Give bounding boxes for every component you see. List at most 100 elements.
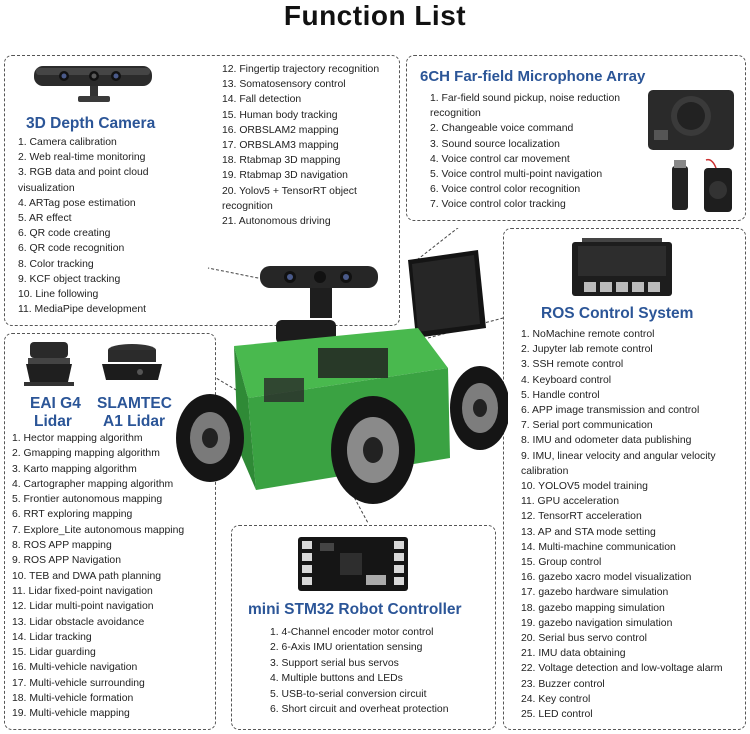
list-item: 13. Somatosensory control bbox=[222, 79, 346, 91]
list-item: 11. Lidar fixed-point navigation bbox=[12, 585, 153, 597]
list-item: 21. Autonomous driving bbox=[222, 216, 331, 228]
list-item: 4. Cartographer mapping algorithm bbox=[12, 478, 174, 490]
list-item: 5. USB-to-serial conversion circuit bbox=[270, 688, 427, 700]
list-item: 22. Voltage detection and low-voltage al… bbox=[521, 663, 723, 675]
list-item: 16. ORBSLAM2 mapping bbox=[222, 124, 339, 136]
list-item: 11. GPU acceleration bbox=[521, 496, 619, 508]
depth-camera-heading: 3D Depth Camera bbox=[26, 115, 156, 132]
list-item: 12. Fingertip trajectory recognition bbox=[222, 64, 380, 75]
list-item: 1. 4-Channel encoder motor control bbox=[270, 627, 434, 638]
depth-camera-panel bbox=[4, 55, 400, 326]
list-item: 23. Buzzer control bbox=[521, 678, 605, 690]
list-item: 5. Frontier autonomous mapping bbox=[12, 494, 163, 506]
ros-heading: ROS Control System bbox=[541, 305, 694, 322]
list-item: 17. Multi-vehicle surrounding bbox=[12, 677, 145, 689]
list-item: 12. Lidar multi-point navigation bbox=[12, 601, 154, 613]
list-item: 17. gazebo hardware simulation bbox=[521, 587, 669, 599]
list-item: 4. Voice control car movement bbox=[430, 153, 570, 165]
list-item: 6. Voice control color recognition bbox=[430, 184, 581, 196]
microphone-heading: 6CH Far-field Microphone Array bbox=[420, 68, 646, 85]
list-item: 24. Key control bbox=[521, 693, 591, 705]
list-item: 2. Web real-time monitoring bbox=[18, 152, 146, 164]
list-item: 20. Yolov5 + TensorRT object recognition bbox=[222, 185, 357, 212]
lidar-list: 1. Hector mapping algorithm 2. Gmapping … bbox=[12, 431, 212, 722]
list-item: 9. IMU, linear velocity and angular velo… bbox=[521, 450, 716, 477]
depth-camera-list: 1. Camera calibration 2. Web real-time m… bbox=[18, 135, 208, 317]
list-item: 3. Support serial bus servos bbox=[270, 657, 399, 669]
list-item: 5. Voice control multi-point navigation bbox=[430, 169, 603, 181]
microphone-list: 1. Far-field sound pickup, noise reducti… bbox=[430, 91, 642, 213]
ros-list: 1. NoMachine remote control 2. Jupyter l… bbox=[521, 327, 743, 722]
list-item: 2. 6-Axis IMU orientation sensing bbox=[270, 642, 423, 654]
eai-g4-lidar-image bbox=[24, 342, 74, 386]
list-item: 16. Multi-vehicle navigation bbox=[12, 662, 138, 674]
list-item: 15. Group control bbox=[521, 557, 602, 569]
list-item: 17. ORBSLAM3 mapping bbox=[222, 140, 339, 152]
list-item: 14. Lidar tracking bbox=[12, 631, 92, 643]
ros-panel bbox=[503, 228, 746, 730]
list-item: 5. AR effect bbox=[18, 213, 72, 225]
list-item: 21. IMU data obtaining bbox=[521, 648, 626, 660]
stm32-panel bbox=[231, 525, 496, 730]
list-item: 25. LED control bbox=[521, 709, 593, 721]
slamtec-heading-line1: SLAMTEC bbox=[97, 395, 172, 412]
list-item: 19. gazebo navigation simulation bbox=[521, 617, 673, 629]
stm32-heading: mini STM32 Robot Controller bbox=[248, 601, 462, 618]
list-item: 13. Lidar obstacle avoidance bbox=[12, 616, 145, 628]
list-item: 1. Far-field sound pickup, noise reducti… bbox=[430, 93, 621, 120]
stm32-board-image bbox=[298, 537, 408, 591]
list-item: 15. Human body tracking bbox=[222, 109, 338, 121]
list-item: 19. Multi-vehicle mapping bbox=[12, 708, 130, 720]
list-item: 10. YOLOV5 model training bbox=[521, 481, 648, 493]
list-item: 2. Jupyter lab remote control bbox=[521, 344, 653, 356]
list-item: 3. RGB data and point cloud visualizatio… bbox=[18, 167, 149, 194]
list-item: 6. RRT exploring mapping bbox=[12, 509, 133, 521]
depth-camera-list-2: 12. Fingertip trajectory recognition 13.… bbox=[222, 62, 397, 229]
list-item: 18. Multi-vehicle formation bbox=[12, 693, 134, 705]
list-item: 7. Voice control color tracking bbox=[430, 199, 566, 211]
page-title: Function List bbox=[283, 0, 467, 31]
list-item: 4. ARTag pose estimation bbox=[18, 197, 136, 209]
list-item: 9. ROS APP Navigation bbox=[12, 555, 121, 567]
list-item: 6. QR code creating bbox=[18, 228, 111, 240]
slamtec-heading-line2: A1 Lidar bbox=[103, 413, 166, 430]
list-item: 1. Hector mapping algorithm bbox=[12, 433, 143, 444]
list-item: 3. Karto mapping algorithm bbox=[12, 463, 137, 475]
microphone-array-image bbox=[648, 90, 734, 212]
list-item: 1. Camera calibration bbox=[18, 137, 117, 148]
list-item: 7. Serial port communication bbox=[521, 420, 653, 432]
list-item: 8. ROS APP mapping bbox=[12, 540, 112, 552]
list-item: 3. SSH remote control bbox=[521, 359, 624, 371]
list-item: 6. QR code recognition bbox=[18, 243, 125, 255]
list-item: 8. Color tracking bbox=[18, 258, 94, 270]
list-item: 12. TensorRT acceleration bbox=[521, 511, 642, 523]
stm32-list: 1. 4-Channel encoder motor control 2. 6-… bbox=[270, 625, 492, 717]
list-item: 19. Rtabmap 3D navigation bbox=[222, 170, 348, 182]
eai-g4-heading-line1: EAI G4 bbox=[30, 395, 81, 412]
list-item: 9. KCF object tracking bbox=[18, 273, 121, 285]
depth-camera-image bbox=[34, 66, 152, 102]
list-item: 10. Line following bbox=[18, 289, 99, 301]
lidar-panel bbox=[4, 333, 216, 730]
list-item: 8. IMU and odometer data publishing bbox=[521, 435, 692, 447]
list-item: 20. Serial bus servo control bbox=[521, 633, 647, 645]
list-item: 15. Lidar guarding bbox=[12, 647, 96, 659]
list-item: 2. Changeable voice command bbox=[430, 123, 574, 135]
list-item: 10. TEB and DWA path planning bbox=[12, 570, 162, 582]
list-item: 7. Explore_Lite autonomous mapping bbox=[12, 524, 185, 536]
robot-car-image bbox=[176, 228, 508, 524]
list-item: 4. Multiple buttons and LEDs bbox=[270, 673, 403, 685]
list-item: 11. MediaPipe development bbox=[18, 304, 147, 316]
list-item: 13. AP and STA mode setting bbox=[521, 526, 656, 538]
list-item: 3. Sound source localization bbox=[430, 138, 560, 150]
list-item: 6. Short circuit and overheat protection bbox=[270, 704, 449, 716]
jetson-board-image bbox=[572, 238, 672, 296]
list-item: 6. APP image transmission and control bbox=[521, 405, 700, 417]
list-item: 2. Gmapping mapping algorithm bbox=[12, 448, 160, 460]
list-item: 14. Fall detection bbox=[222, 94, 302, 106]
list-item: 1. NoMachine remote control bbox=[521, 329, 655, 340]
list-item: 14. Multi-machine communication bbox=[521, 541, 676, 553]
eai-g4-heading-line2: Lidar bbox=[34, 413, 72, 430]
slamtec-a1-lidar-image bbox=[102, 344, 162, 380]
list-item: 5. Handle control bbox=[521, 389, 600, 401]
